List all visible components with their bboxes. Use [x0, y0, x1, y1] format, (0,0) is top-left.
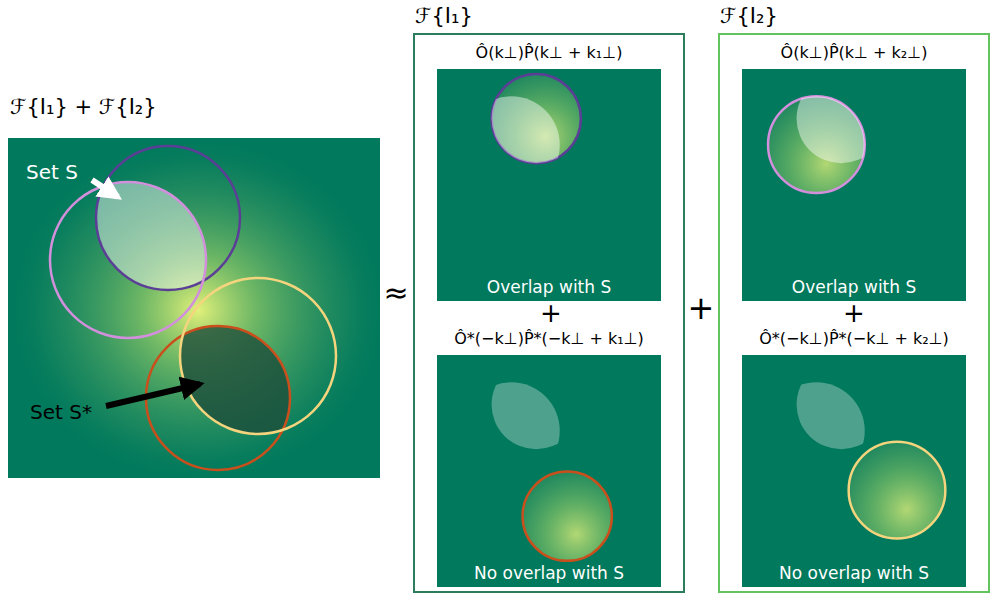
term-image	[742, 355, 966, 587]
panel-heading: ℱ{I₁}	[415, 4, 473, 29]
term-ground	[437, 69, 661, 301]
spectrum-panel: ℱ{I₁} + ℱ{I₂} Set S Set S*	[8, 95, 380, 478]
approx-sign: ≈	[381, 278, 411, 308]
formula: Ô*(−k⊥)P̂*(−k⊥ + k₂⊥)	[742, 329, 966, 348]
term-panel: Ô(k⊥)P̂(k⊥ + k₂⊥) Overlap with S	[742, 41, 966, 303]
pupil-circle	[146, 326, 290, 470]
spectrum-sum	[8, 138, 380, 478]
pointer-arrow	[106, 384, 200, 406]
panel-heading: ℱ{I₂}	[720, 4, 778, 29]
pupil-circle	[768, 96, 865, 193]
pupil-circle	[849, 442, 946, 539]
formula: Ô(k⊥)P̂(k⊥ + k₁⊥)	[437, 43, 661, 62]
pupil-circle	[523, 472, 612, 561]
term-image	[742, 69, 966, 301]
term-panel: Ô*(−k⊥)P̂*(−k⊥ + k₂⊥) No overlap with S	[742, 327, 966, 589]
set-s-star-region	[180, 278, 336, 434]
plus-sign: +	[839, 300, 869, 326]
set-s-region	[768, 96, 865, 193]
region-label: Set S*	[30, 400, 92, 424]
term-panel: Ô(k⊥)P̂(k⊥ + k₁⊥) Overlap with S	[437, 41, 661, 303]
term-ground	[437, 355, 661, 587]
panel-caption: Overlap with S	[742, 277, 966, 297]
panel-caption: No overlap with S	[437, 563, 661, 583]
pupil-circle	[50, 182, 206, 338]
region-label: Set S	[26, 160, 78, 184]
formula: Ô*(−k⊥)P̂*(−k⊥ + k₁⊥)	[437, 329, 661, 348]
panel-caption: Overlap with S	[437, 277, 661, 297]
pupil-circle	[96, 146, 240, 290]
panel-heading: ℱ{I₁} + ℱ{I₂}	[10, 95, 157, 120]
pointer-arrow	[92, 180, 118, 197]
set-s-region	[463, 96, 560, 193]
plus-sign: +	[686, 292, 716, 324]
term-panel: Ô*(−k⊥)P̂*(−k⊥ + k₁⊥) No overlap with S	[437, 327, 661, 589]
spectrum-glow	[8, 138, 380, 478]
term-image	[437, 355, 661, 587]
term-ground	[742, 355, 966, 587]
set-s-region	[463, 382, 560, 479]
plus-sign: +	[536, 300, 566, 326]
set-s-region	[50, 182, 206, 338]
set-s-region	[768, 382, 865, 479]
term-ground	[742, 69, 966, 301]
panel-caption: No overlap with S	[742, 563, 966, 583]
pupil-circle	[180, 278, 336, 434]
formula: Ô(k⊥)P̂(k⊥ + k₂⊥)	[742, 43, 966, 62]
term-image	[437, 69, 661, 301]
